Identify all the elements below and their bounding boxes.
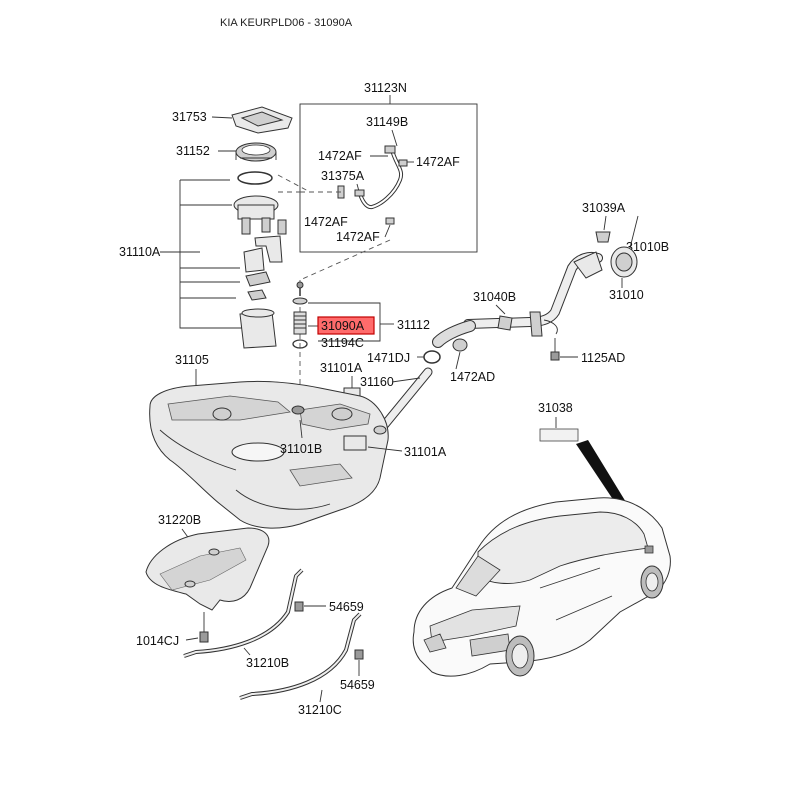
label-31010[interactable]: 31010 [609, 288, 644, 302]
bolt-icon [550, 351, 560, 361]
valve-part [343, 435, 367, 451]
pump-opening [231, 442, 285, 462]
label-31152[interactable]: 31152 [176, 144, 210, 158]
label-1472AF-b[interactable]: 1472AF [416, 155, 460, 169]
clamp-icon [384, 145, 396, 154]
label-1472AD[interactable]: 1472AD [450, 370, 495, 384]
label-31110A[interactable]: 31110A [119, 245, 161, 259]
o-ring-part [292, 339, 308, 349]
label-54659-a[interactable]: 54659 [329, 600, 364, 614]
filter-cap-part [292, 297, 308, 305]
diagram-header: KIA KEURPLD06 - 31090A [220, 17, 353, 29]
label-31010B[interactable]: 31010B [626, 240, 669, 254]
hose-clamp-part [452, 338, 468, 352]
label-31194C[interactable]: 31194C [321, 336, 364, 350]
label-31040B[interactable]: 31040B [473, 290, 516, 304]
sender-part [243, 247, 265, 273]
gasket-part [237, 171, 273, 185]
screw-icon [199, 631, 209, 643]
highlight-31090A [317, 316, 375, 335]
label-1472AF-a[interactable]: 1472AF [318, 149, 362, 163]
label-31210B[interactable]: 31210B [246, 656, 289, 670]
label-1471DJ[interactable]: 1471DJ [367, 351, 410, 365]
label-31375A[interactable]: 31375A [321, 169, 365, 183]
clamp-icon [354, 189, 365, 197]
clamp-icon [398, 159, 408, 167]
label-1472AF-d[interactable]: 1472AF [336, 230, 380, 244]
label-31101A-top[interactable]: 31101A [320, 361, 363, 375]
nut-icon [294, 601, 304, 612]
label-1014CJ[interactable]: 1014CJ [136, 634, 179, 648]
label-31220B[interactable]: 31220B [158, 513, 201, 527]
label-31038[interactable]: 31038 [538, 401, 573, 415]
nut-icon [354, 649, 364, 660]
label-1472AF-c[interactable]: 1472AF [304, 215, 348, 229]
label-31101A-right[interactable]: 31101A [404, 445, 447, 459]
hose-clamp-part [423, 350, 441, 364]
label-31112[interactable]: 31112 [397, 318, 430, 332]
label-31039A[interactable]: 31039A [582, 201, 626, 215]
cap-tether-part [595, 231, 611, 243]
label-54659-b[interactable]: 54659 [340, 678, 375, 692]
label-1125AD[interactable]: 1125AD [581, 351, 625, 365]
car-illustration [412, 497, 671, 677]
fuel-filter-part [293, 311, 307, 335]
label-31123N[interactable]: 31123N [364, 81, 407, 95]
label-31105[interactable]: 31105 [175, 353, 209, 367]
label-31149B[interactable]: 31149B [366, 115, 408, 129]
clamp-icon [385, 217, 395, 225]
label-31210C[interactable]: 31210C [298, 703, 342, 717]
fuel-label-sticker [539, 428, 579, 442]
label-31090A[interactable]: 31090A [321, 319, 365, 333]
label-31753[interactable]: 31753 [172, 110, 207, 124]
fuel-door-icon [644, 545, 654, 554]
label-31101B[interactable]: 31101B [280, 442, 322, 456]
pump-bracket-part [254, 235, 283, 263]
kit-box-31123N [299, 103, 478, 253]
label-31160[interactable]: 31160 [360, 375, 394, 389]
